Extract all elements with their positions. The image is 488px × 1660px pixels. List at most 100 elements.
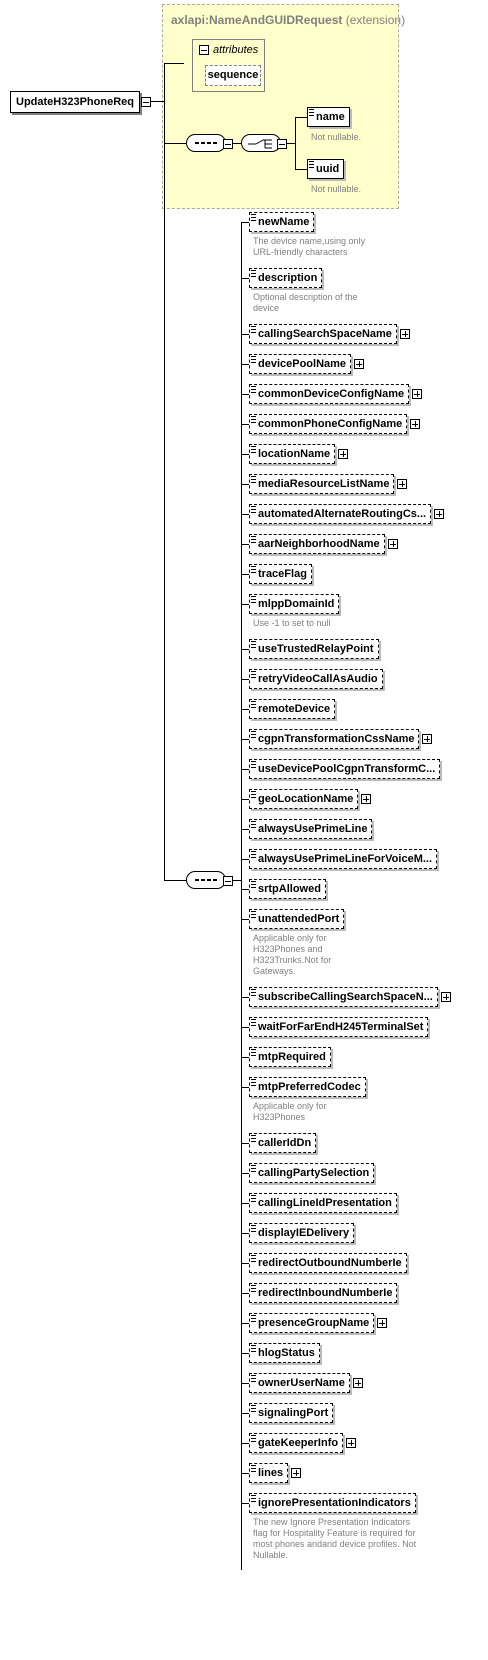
collapse-main-sequence-icon[interactable] [223, 876, 233, 886]
element-16[interactable]: useDevicePoolCgpnTransformC... [249, 759, 441, 779]
element-14[interactable]: remoteDevice [249, 699, 336, 719]
element-13[interactable]: retryVideoCallAsAudio [249, 669, 383, 689]
element-30[interactable]: redirectOutboundNumberIe [249, 1253, 407, 1273]
element-11[interactable]: mlppDomainId [249, 594, 340, 614]
element-label: cgpnTransformationCssName [258, 733, 415, 745]
main-seq-connector [233, 880, 241, 881]
element-33[interactable]: hlogStatus [249, 1343, 320, 1363]
element-label: srtpAllowed [258, 883, 321, 895]
element-label: geoLocationName [258, 793, 354, 805]
element-label: mlppDomainId [258, 598, 335, 610]
choice-element-uuid[interactable]: uuid [307, 159, 345, 179]
element-connector [241, 829, 249, 830]
element-label: hlogStatus [258, 1347, 315, 1359]
expand-icon[interactable] [399, 329, 410, 339]
element-8[interactable]: automatedAlternateRoutingCs... [249, 504, 432, 524]
element-25[interactable]: mtpPreferredCodec [249, 1077, 366, 1097]
element-20[interactable]: srtpAllowed [249, 879, 326, 899]
collapse-ext-sequence-icon[interactable] [223, 139, 233, 149]
element-15[interactable]: cgpnTransformationCssName [249, 729, 420, 749]
element-36[interactable]: gateKeeperInfo [249, 1433, 344, 1453]
expand-icon[interactable] [397, 479, 408, 489]
ext-sequence-compositor [186, 134, 226, 152]
element-label: callingPartySelection [258, 1167, 370, 1179]
element-38[interactable]: ignorePresentationIndicators [249, 1493, 416, 1513]
expand-icon[interactable] [434, 509, 445, 519]
element-connector [241, 454, 249, 455]
element-35[interactable]: signalingPort [249, 1403, 334, 1423]
element-22[interactable]: subscribeCallingSearchSpaceN... [249, 987, 438, 1007]
element-connector [241, 1087, 249, 1088]
element-37[interactable]: lines [249, 1463, 289, 1483]
element-29[interactable]: displayIEDelivery [249, 1223, 355, 1243]
element-label: waitForFarEndH245TerminalSet [258, 1021, 424, 1033]
element-7[interactable]: mediaResourceListName [249, 474, 395, 494]
extension-type-box: axlapi:NameAndGUIDRequest (extension) at… [162, 4, 405, 209]
element-connector [241, 1353, 249, 1354]
element-23[interactable]: waitForFarEndH245TerminalSet [249, 1017, 429, 1037]
element-26[interactable]: callerIdDn [249, 1133, 317, 1153]
element-18[interactable]: alwaysUsePrimeLine [249, 819, 373, 839]
expand-icon[interactable] [412, 389, 423, 399]
collapse-root-icon[interactable] [141, 97, 151, 107]
element-5[interactable]: commonPhoneConfigName [249, 414, 408, 434]
element-27[interactable]: callingPartySelection [249, 1163, 375, 1183]
expand-icon[interactable] [346, 1438, 357, 1448]
element-connector [241, 364, 249, 365]
element-28[interactable]: callingLineIdPresentation [249, 1193, 397, 1213]
element-32[interactable]: presenceGroupName [249, 1313, 375, 1333]
expand-icon[interactable] [387, 539, 398, 549]
element-label: callingSearchSpaceName [258, 328, 392, 340]
expand-icon[interactable] [354, 359, 365, 369]
element-connector [241, 1233, 249, 1234]
element-connector [241, 709, 249, 710]
element-label: ownerUserName [258, 1377, 345, 1389]
root-element[interactable]: UpdateH323PhoneReq [10, 91, 140, 113]
element-connector [241, 278, 249, 279]
expand-icon[interactable] [352, 1378, 363, 1388]
element-21[interactable]: unattendedPort [249, 909, 345, 929]
element-6[interactable]: locationName [249, 444, 336, 464]
expand-icon[interactable] [377, 1318, 388, 1328]
element-24[interactable]: mtpRequired [249, 1047, 331, 1067]
element-34[interactable]: ownerUserName [249, 1373, 350, 1393]
element-label: presenceGroupName [258, 1317, 370, 1329]
choice-doc-uuid: Not nullable. [311, 184, 362, 194]
root-connector [151, 101, 164, 102]
element-connector [241, 997, 249, 998]
element-2[interactable]: callingSearchSpaceName [249, 324, 397, 344]
element-connector [241, 1293, 249, 1294]
expand-icon[interactable] [422, 734, 433, 744]
attributes-label: attributes [213, 44, 259, 56]
element-connector [241, 1503, 249, 1504]
element-label: signalingPort [258, 1407, 329, 1419]
element-label: locationName [258, 448, 331, 460]
element-label: gateKeeperInfo [258, 1437, 339, 1449]
element-connector [241, 919, 249, 920]
expand-icon[interactable] [338, 449, 349, 459]
expand-icon[interactable] [440, 992, 451, 1002]
element-19[interactable]: alwaysUsePrimeLineForVoiceM... [249, 849, 438, 869]
element-1[interactable]: description [249, 268, 323, 288]
expand-icon[interactable] [291, 1468, 302, 1478]
element-31[interactable]: redirectInboundNumberIe [249, 1283, 398, 1303]
collapse-choice-icon[interactable] [277, 139, 287, 149]
expand-icon[interactable] [361, 794, 372, 804]
collapse-attributes-icon[interactable] [199, 45, 209, 55]
expand-icon[interactable] [410, 419, 421, 429]
element-label: mtpPreferredCodec [258, 1081, 361, 1093]
choice-vertical-connector [295, 117, 296, 170]
element-17[interactable]: geoLocationName [249, 789, 359, 809]
element-connector [241, 859, 249, 860]
choice-element-name[interactable]: name [307, 107, 350, 127]
element-label: displayIEDelivery [258, 1227, 350, 1239]
element-12[interactable]: useTrustedRelayPoint [249, 639, 379, 659]
element-10[interactable]: traceFlag [249, 564, 312, 584]
element-connector [241, 222, 249, 223]
element-0[interactable]: newName [249, 212, 315, 232]
element-4[interactable]: commonDeviceConfigName [249, 384, 410, 404]
element-connector [241, 1443, 249, 1444]
element-connector [241, 1473, 249, 1474]
element-9[interactable]: aarNeighborhoodName [249, 534, 385, 554]
element-3[interactable]: devicePoolName [249, 354, 352, 374]
